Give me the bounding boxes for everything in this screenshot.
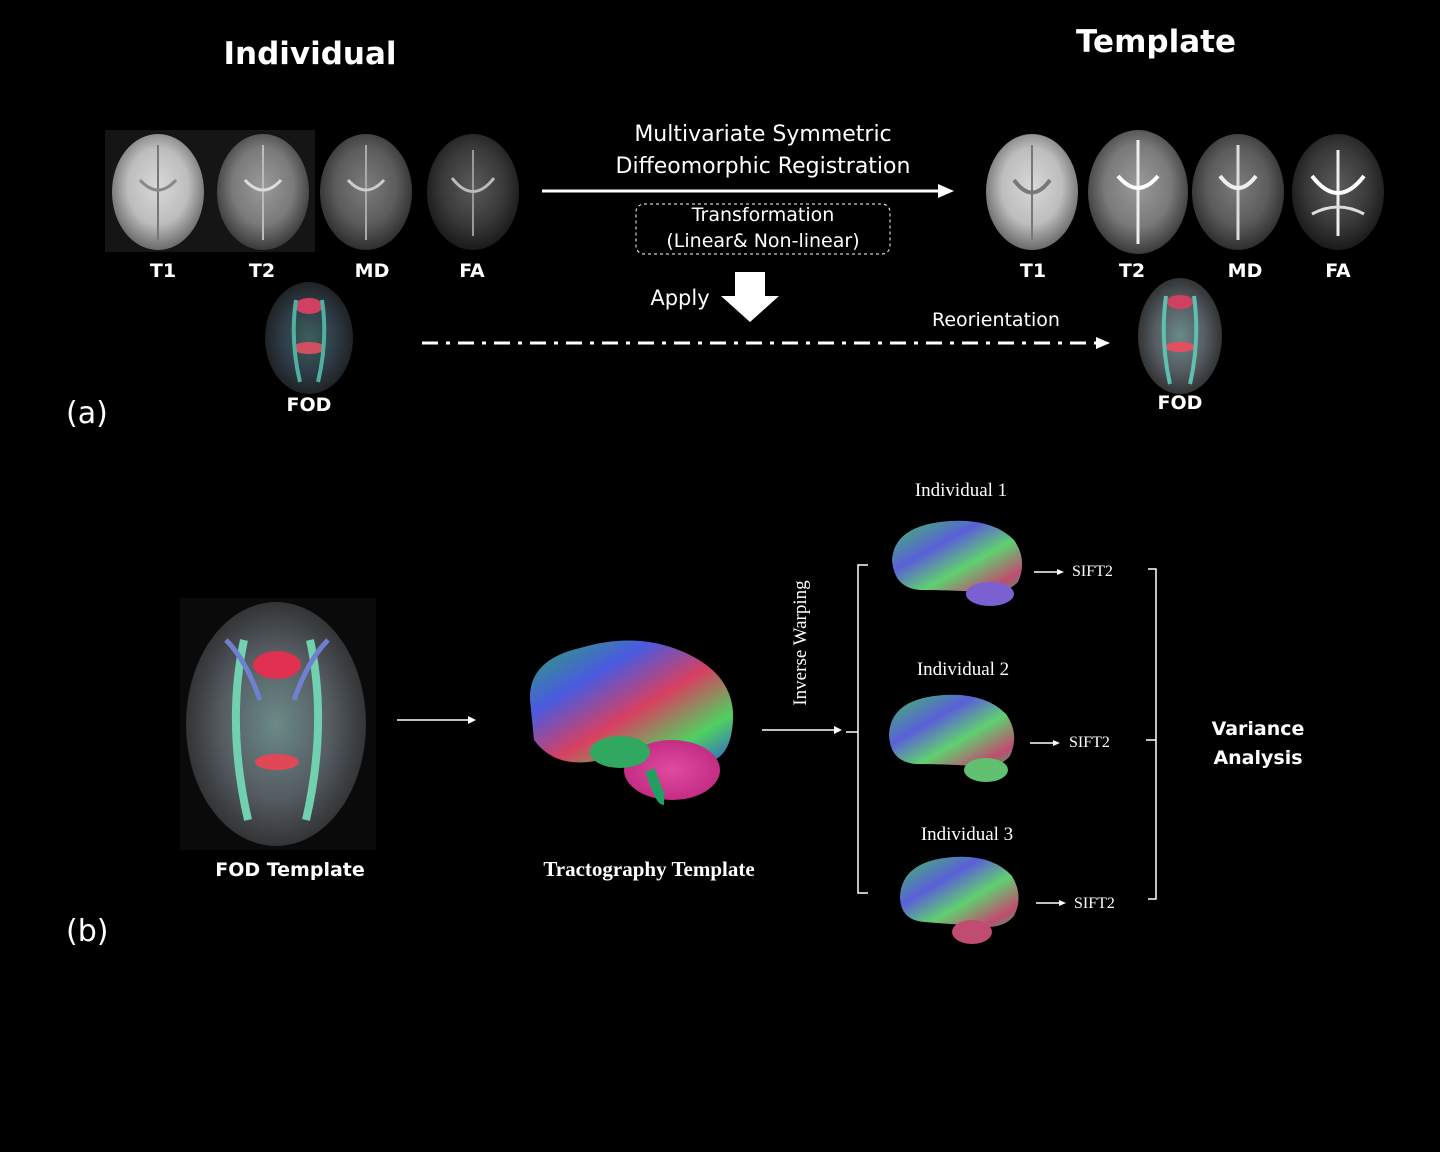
registration-line-1: Multivariate Symmetric — [634, 122, 892, 147]
template-fa-scan — [1292, 134, 1384, 250]
individual-t1-scan — [112, 134, 204, 250]
individual-heading: Individual — [223, 36, 397, 72]
individual-fa-scan — [427, 134, 519, 250]
individual-fod-label: FOD — [286, 394, 332, 416]
sift2-label-1: SIFT2 — [1072, 563, 1113, 580]
template-t1-scan — [986, 134, 1078, 250]
template-t2-label: T2 — [1118, 260, 1146, 282]
fod-template-image — [186, 602, 366, 846]
individual-2-label: Individual 2 — [916, 659, 1010, 680]
individual-md-scan — [320, 134, 412, 250]
template-heading: Template — [1076, 24, 1236, 60]
tractography-template-brain — [529, 640, 734, 805]
reorientation-arrowhead — [1096, 337, 1110, 349]
individual-t2-label: T2 — [248, 260, 276, 282]
inverse-warping-arrowhead — [834, 726, 842, 734]
transformation-line-1: Transformation — [691, 204, 835, 226]
fod-to-tractography-arrowhead — [468, 716, 476, 724]
registration-arrowhead — [938, 184, 954, 198]
individual-2-brain — [889, 694, 1015, 782]
individual-t2-scan — [217, 134, 309, 250]
individuals-left-bracket — [857, 564, 868, 894]
variance-label-line-2: Analysis — [1213, 747, 1303, 769]
panel-a-label: (a) — [66, 396, 108, 431]
tractography-template-label: Tractography Template — [543, 857, 755, 881]
sift2-label-3: SIFT2 — [1074, 895, 1115, 912]
fod-template-label: FOD Template — [215, 859, 365, 881]
variance-label-line-1: Variance — [1211, 718, 1305, 740]
individual-1-label: Individual 1 — [914, 480, 1008, 501]
individual-t1-label: T1 — [149, 260, 177, 282]
apply-label: Apply — [650, 286, 710, 310]
inverse-warping-label: Inverse Warping — [790, 580, 811, 706]
template-t2-scan — [1088, 130, 1188, 254]
individual-3-brain — [900, 856, 1019, 944]
individual-fa-label: FA — [459, 260, 485, 282]
sift2-arrowhead-2 — [1053, 740, 1060, 746]
sift2-right-bracket — [1148, 568, 1157, 900]
individual-1-brain — [892, 520, 1023, 606]
sift2-label-2: SIFT2 — [1069, 734, 1110, 751]
template-md-label: MD — [1227, 260, 1263, 282]
template-fod-scan — [1138, 278, 1222, 394]
transformation-box — [635, 203, 891, 255]
reorientation-label: Reorientation — [932, 309, 1060, 331]
panel-b-label: (b) — [66, 914, 109, 949]
apply-arrow — [721, 272, 779, 322]
individual-3-label: Individual 3 — [920, 824, 1014, 845]
individual-fod-scan — [265, 282, 353, 394]
template-md-scan — [1192, 134, 1284, 250]
sift2-arrowhead-3 — [1059, 900, 1066, 906]
template-fod-label: FOD — [1157, 392, 1203, 414]
transformation-line-2: (Linear& Non-linear) — [666, 230, 860, 252]
registration-line-2: Diffeomorphic Registration — [615, 154, 911, 179]
individual-md-label: MD — [354, 260, 390, 282]
template-t1-label: T1 — [1019, 260, 1047, 282]
template-fa-label: FA — [1325, 260, 1351, 282]
sift2-arrowhead-1 — [1057, 569, 1064, 575]
